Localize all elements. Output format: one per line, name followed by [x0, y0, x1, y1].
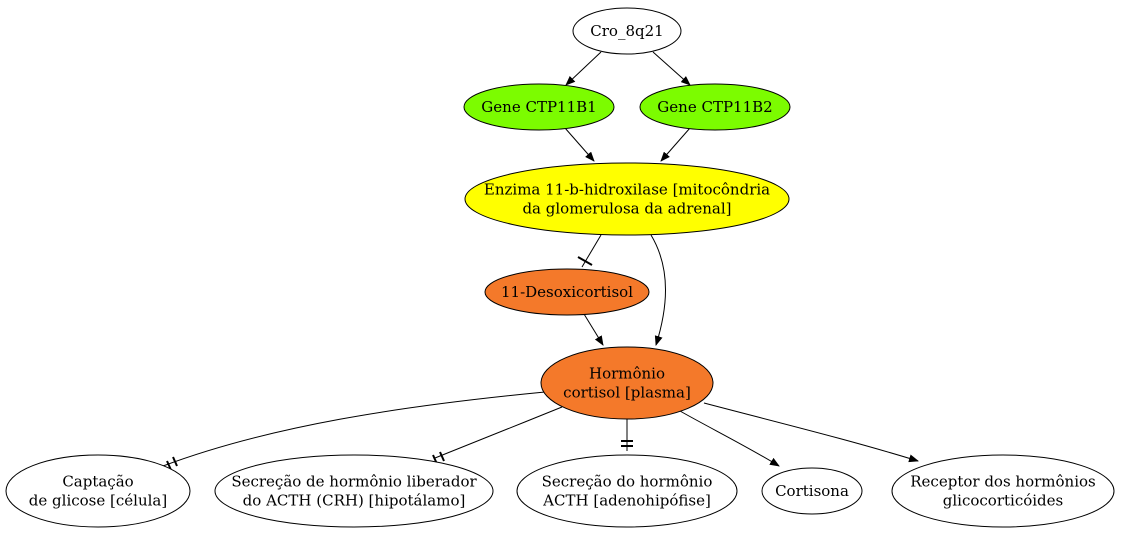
node-gene2: Gene CTP11B2	[639, 83, 791, 131]
node-label: Gene CTP11B1	[481, 98, 596, 116]
edge-gene1-enzima-activation	[564, 127, 595, 162]
node-label: Hormônio	[589, 365, 665, 383]
edge-line	[650, 234, 666, 346]
node-shape	[516, 454, 738, 528]
node-shape	[464, 162, 790, 236]
edge-line	[162, 391, 546, 467]
inhibition-bar	[577, 256, 593, 266]
node-label: da glomerulosa da adrenal]	[522, 200, 731, 218]
edge-cro-gene1-activation	[565, 51, 602, 86]
node-shape	[540, 346, 714, 420]
node-label: Cortisona	[775, 482, 849, 500]
node-shape	[484, 268, 650, 316]
edge-line	[565, 51, 602, 86]
node-label: Gene CTP11B2	[657, 98, 772, 116]
node-label: Secreção de hormônio liberador	[231, 473, 477, 491]
node-deso: 11-Desoxicortisol	[484, 268, 650, 316]
node-shape	[5, 454, 191, 528]
edge-line	[660, 127, 691, 162]
edge-line	[583, 313, 604, 346]
node-cortisona: Cortisona	[761, 467, 863, 515]
node-label: 11-Desoxicortisol	[501, 283, 633, 301]
edge-line	[652, 51, 691, 86]
edge-cortisol-receptor-activation	[703, 402, 919, 463]
edge-gene2-enzima-activation	[660, 127, 691, 162]
node-label: Cro_8q21	[590, 22, 663, 40]
edge-line	[679, 410, 780, 467]
node-shape	[891, 454, 1115, 528]
edge-line	[434, 406, 563, 459]
node-label: cortisol [plasma]	[563, 384, 691, 402]
inhibition-bar	[172, 456, 178, 467]
node-label: do ACTH (CRH) [hipotálamo]	[243, 492, 466, 510]
edge-cortisol-acth-inhibition	[621, 419, 633, 451]
node-cro: Cro_8q21	[572, 7, 682, 55]
node-shape	[639, 83, 791, 131]
node-label: glicocorticóides	[943, 492, 1063, 510]
inhibition-bar	[439, 451, 445, 462]
edge-enzima-cortisol-activation	[650, 234, 666, 346]
edge-enzima-deso-inhibition	[577, 234, 602, 268]
edge-deso-cortisol-activation	[583, 313, 604, 346]
edge-line	[581, 234, 602, 268]
node-shape	[463, 83, 615, 131]
node-shape	[214, 454, 494, 528]
node-label: ACTH [adenohipófise]	[542, 492, 711, 510]
edge-cortisol-cortisona-activation	[679, 410, 780, 467]
node-shape	[761, 467, 863, 515]
edges-layer	[162, 51, 919, 471]
node-shape	[572, 7, 682, 55]
node-label: Receptor dos hormônios	[910, 473, 1095, 491]
node-label: Secreção do hormônio	[542, 473, 713, 491]
edge-line	[564, 127, 595, 162]
node-gene1: Gene CTP11B1	[463, 83, 615, 131]
edge-cortisol-crh-inhibition	[432, 406, 563, 465]
node-label: Captação	[62, 473, 133, 491]
edge-cro-gene2-activation	[652, 51, 691, 86]
node-label: Enzima 11-b-hidroxilase [mitocôndria	[484, 181, 770, 199]
node-label: de glicose [célula]	[29, 492, 167, 510]
edge-line	[703, 402, 919, 463]
